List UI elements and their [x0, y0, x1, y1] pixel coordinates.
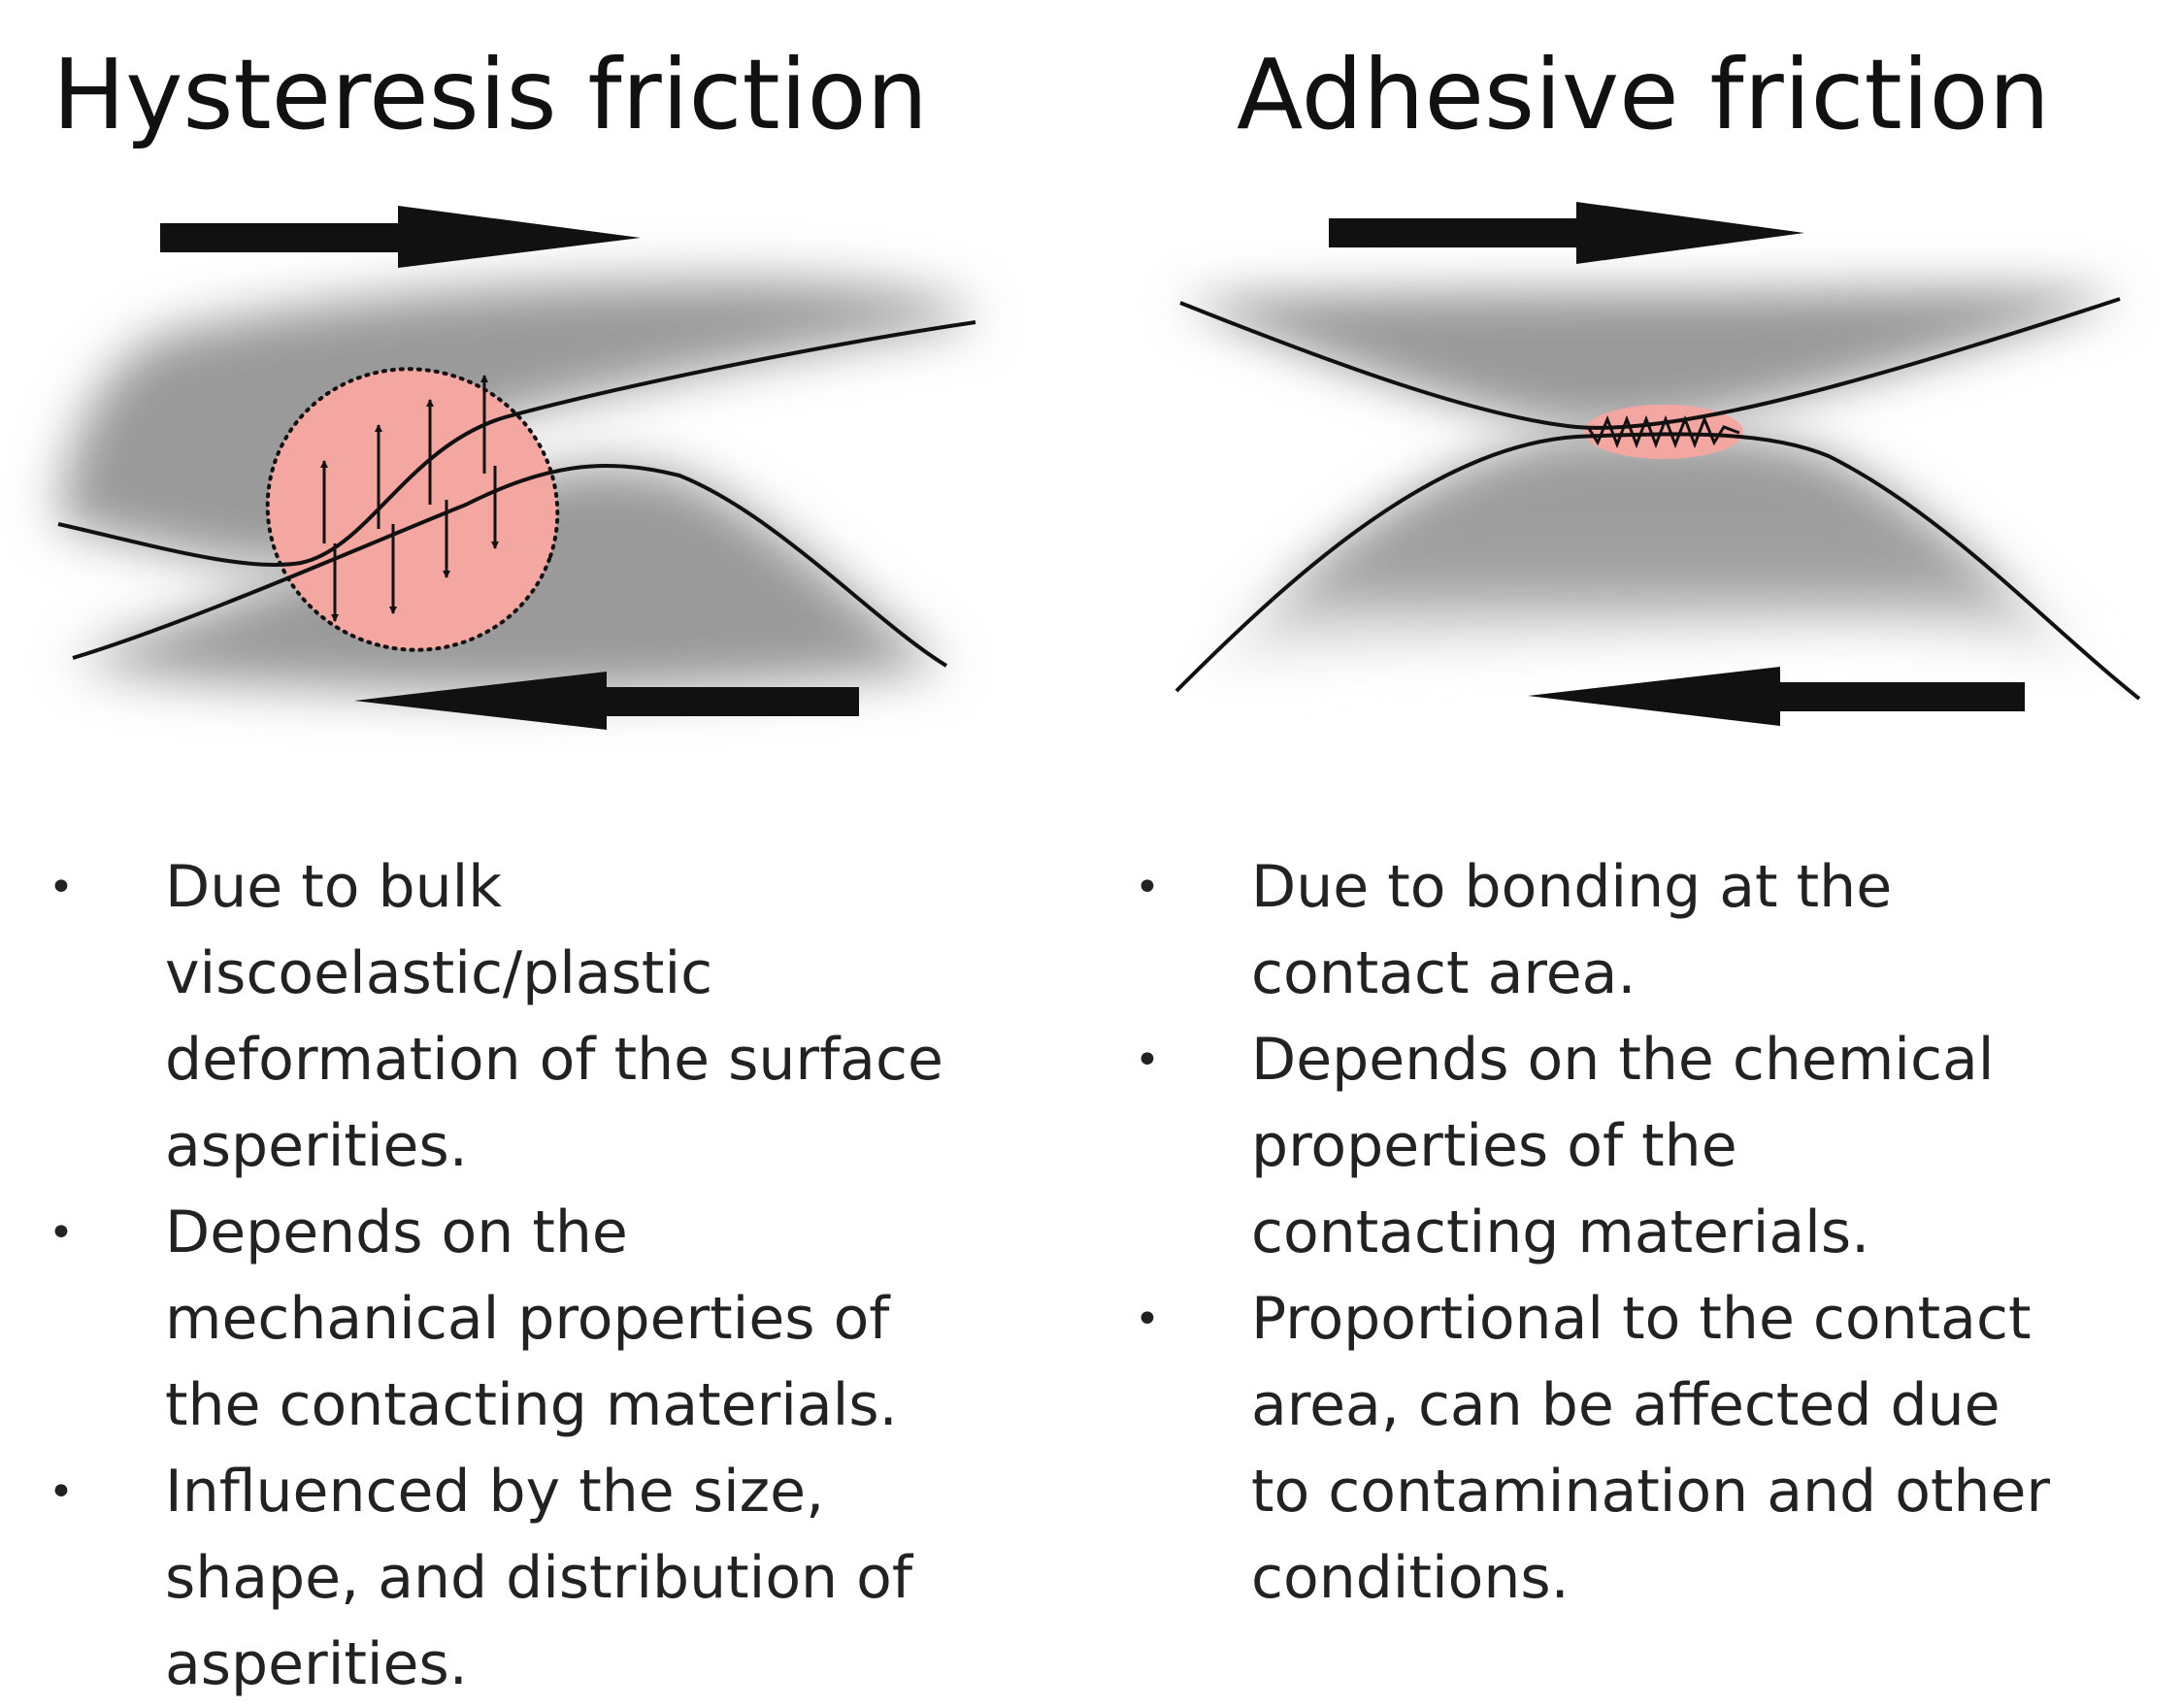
hysteresis-diagram: [57, 206, 976, 730]
list-item: • Due to bulk viscoelastic/plastic defor…: [0, 844, 971, 1190]
bullet-dot-icon: •: [49, 1208, 74, 1258]
bullet-text: Due to bonding at the contact area.: [1251, 853, 1893, 1007]
upper-body-shading: [1180, 288, 2120, 428]
hysteresis-title: Hysteresis friction: [52, 38, 929, 151]
bullet-text: Due to bulk viscoelastic/plastic deforma…: [165, 853, 943, 1180]
bullet-dot-icon: •: [49, 863, 74, 912]
bullet-text: Proportional to the contact area, can be…: [1251, 1285, 2051, 1612]
bullet-dot-icon: •: [1135, 863, 1160, 912]
bullet-dot-icon: •: [49, 1467, 74, 1517]
lower-surface-profile: [72, 464, 948, 668]
arrow-right-icon: [1329, 202, 1804, 264]
list-item: • Depends on the chemical properties of …: [1091, 1017, 2062, 1276]
adhesive-diagram: [1174, 202, 2141, 726]
adhesive-bonds: [1586, 414, 1740, 449]
adhesive-title: Adhesive friction: [1237, 38, 2051, 151]
hysteresis-bullet-list: • Due to bulk viscoelastic/plastic defor…: [0, 844, 971, 1708]
list-item: • Influenced by the size, shape, and dis…: [0, 1449, 971, 1708]
lower-body-shading: [1176, 434, 2139, 699]
bullet-text: Influenced by the size, shape, and distr…: [165, 1458, 912, 1698]
arrow-left-icon: [354, 672, 859, 730]
bullet-dot-icon: •: [1135, 1295, 1160, 1344]
arrow-left-icon: [1528, 667, 2025, 726]
adhesive-bullet-list: • Due to bonding at the contact area. • …: [1091, 844, 2062, 1622]
stress-arrows: [320, 375, 499, 622]
adhesive-panel: Adhesive friction: [1091, 0, 2182, 1638]
hysteresis-panel: Hysteresis friction: [0, 0, 1091, 1698]
upper-surface-profile: [57, 320, 976, 567]
bullet-text: Depends on the mechanical properties of …: [165, 1199, 898, 1439]
list-item: • Due to bonding at the contact area.: [1091, 844, 2062, 1017]
list-item: • Depends on the mechanical properties o…: [0, 1190, 971, 1449]
bullet-text: Depends on the chemical properties of th…: [1251, 1026, 1995, 1266]
arrow-right-icon: [160, 206, 641, 268]
list-item: • Proportional to the contact area, can …: [1091, 1276, 2062, 1622]
bullet-dot-icon: •: [1135, 1035, 1160, 1085]
